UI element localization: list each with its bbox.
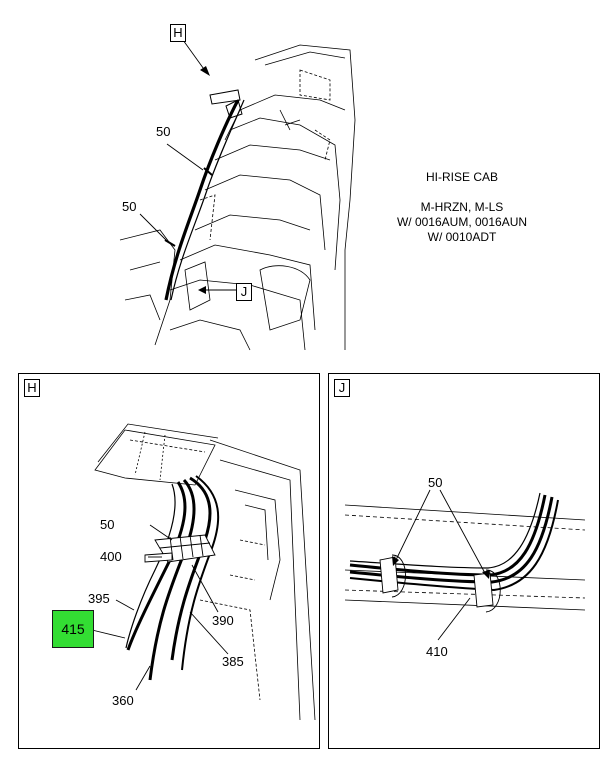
detail-h-panel (18, 373, 320, 749)
detail-j-title: J (334, 379, 350, 397)
callout-50-upper: 50 (156, 124, 171, 139)
option-code-text: W/ 0010ADT (427, 230, 497, 244)
callout-410: 410 (426, 644, 448, 659)
callout-360: 360 (112, 693, 134, 708)
callout-400: 400 (100, 549, 122, 564)
option-codes-text: W/ 0016AUM, 0016AUN (396, 215, 528, 229)
view-h-marker: H (170, 24, 186, 42)
callout-415-highlight[interactable]: 415 (52, 610, 94, 648)
callout-50: 50 (100, 517, 115, 532)
applicability-note: HI-RISE CAB M-HRZN, M-LS W/ 0016AUM, 001… (392, 170, 532, 245)
info-spacer (392, 185, 532, 200)
callout-50-clamps: 50 (428, 475, 443, 490)
callout-395: 395 (88, 591, 110, 606)
callout-385: 385 (222, 654, 244, 669)
model-text: M-HRZN, M-LS (420, 200, 504, 214)
detail-j-panel (328, 373, 600, 749)
cab-type-text: HI-RISE CAB (425, 170, 498, 184)
detail-h-title: H (24, 379, 40, 397)
view-j-marker: J (236, 283, 252, 301)
callout-50-lower: 50 (122, 199, 137, 214)
callout-390: 390 (212, 613, 234, 628)
